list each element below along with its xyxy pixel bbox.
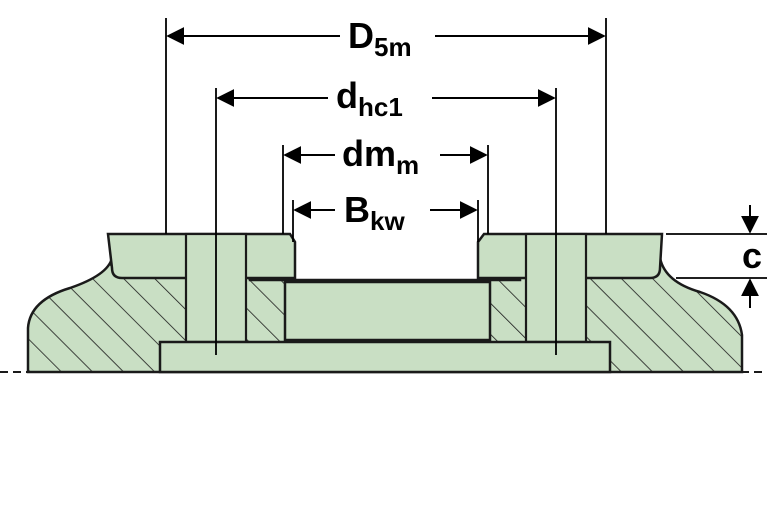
label-Bkw: Bkw — [344, 189, 405, 236]
label-dmm: dmm — [342, 133, 419, 180]
label-dhc1: dhc1 — [336, 75, 403, 122]
label-c: c — [742, 235, 762, 276]
dimension-lines — [166, 27, 759, 308]
center-block — [283, 280, 492, 342]
extension-lines — [165, 18, 767, 355]
label-D5m: D5m — [348, 15, 412, 62]
bottom-plate — [158, 340, 612, 374]
